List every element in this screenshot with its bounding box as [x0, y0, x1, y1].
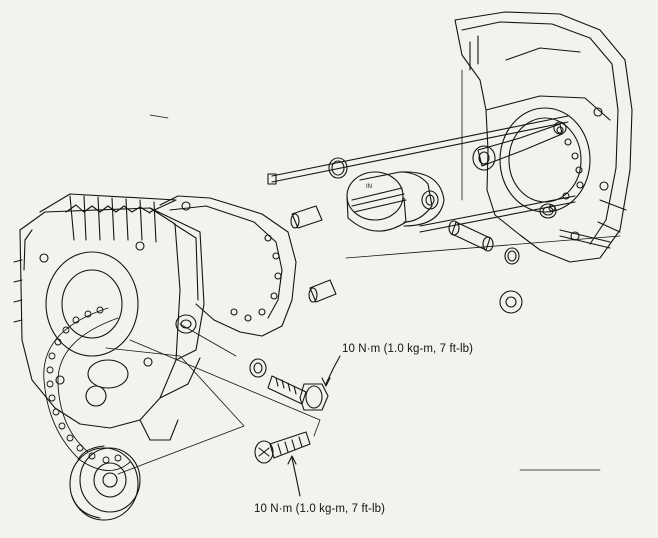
- cam-chain-guide-roller: [69, 445, 141, 521]
- reference-marks: [149, 114, 601, 471]
- sealing-washer: [249, 358, 267, 378]
- lower-callout-leader: [287, 455, 301, 497]
- dowel-pin-lower: [308, 279, 337, 303]
- piston-pin: [448, 220, 494, 252]
- torque-callout-upper: 10 N·m (1.0 kg-m, 7 ft-lb): [342, 343, 474, 355]
- svg-text:IN: IN: [366, 184, 372, 190]
- cam-chain: [43, 306, 131, 471]
- crankcase: [454, 11, 633, 263]
- cylinder-gasket: [159, 195, 297, 337]
- piston: IN: [346, 171, 445, 232]
- piston-pin-clip-upper: [328, 157, 348, 179]
- piston-pin-clip-lower: [504, 247, 520, 265]
- torque-callout-lower: 10 N·m (1.0 kg-m, 7 ft-lb): [254, 503, 386, 515]
- assembly-leader-lines: [105, 69, 621, 475]
- connecting-rod: [472, 121, 567, 171]
- cylinder-head: [13, 193, 205, 441]
- flange-bolt-upper: [267, 375, 329, 411]
- dowel-pin-upper: [290, 205, 323, 229]
- cylinder-bolt-lower: [254, 431, 311, 464]
- upper-callout-leader: [321, 355, 341, 387]
- o-ring: [539, 203, 557, 219]
- oil-seal: [499, 290, 523, 314]
